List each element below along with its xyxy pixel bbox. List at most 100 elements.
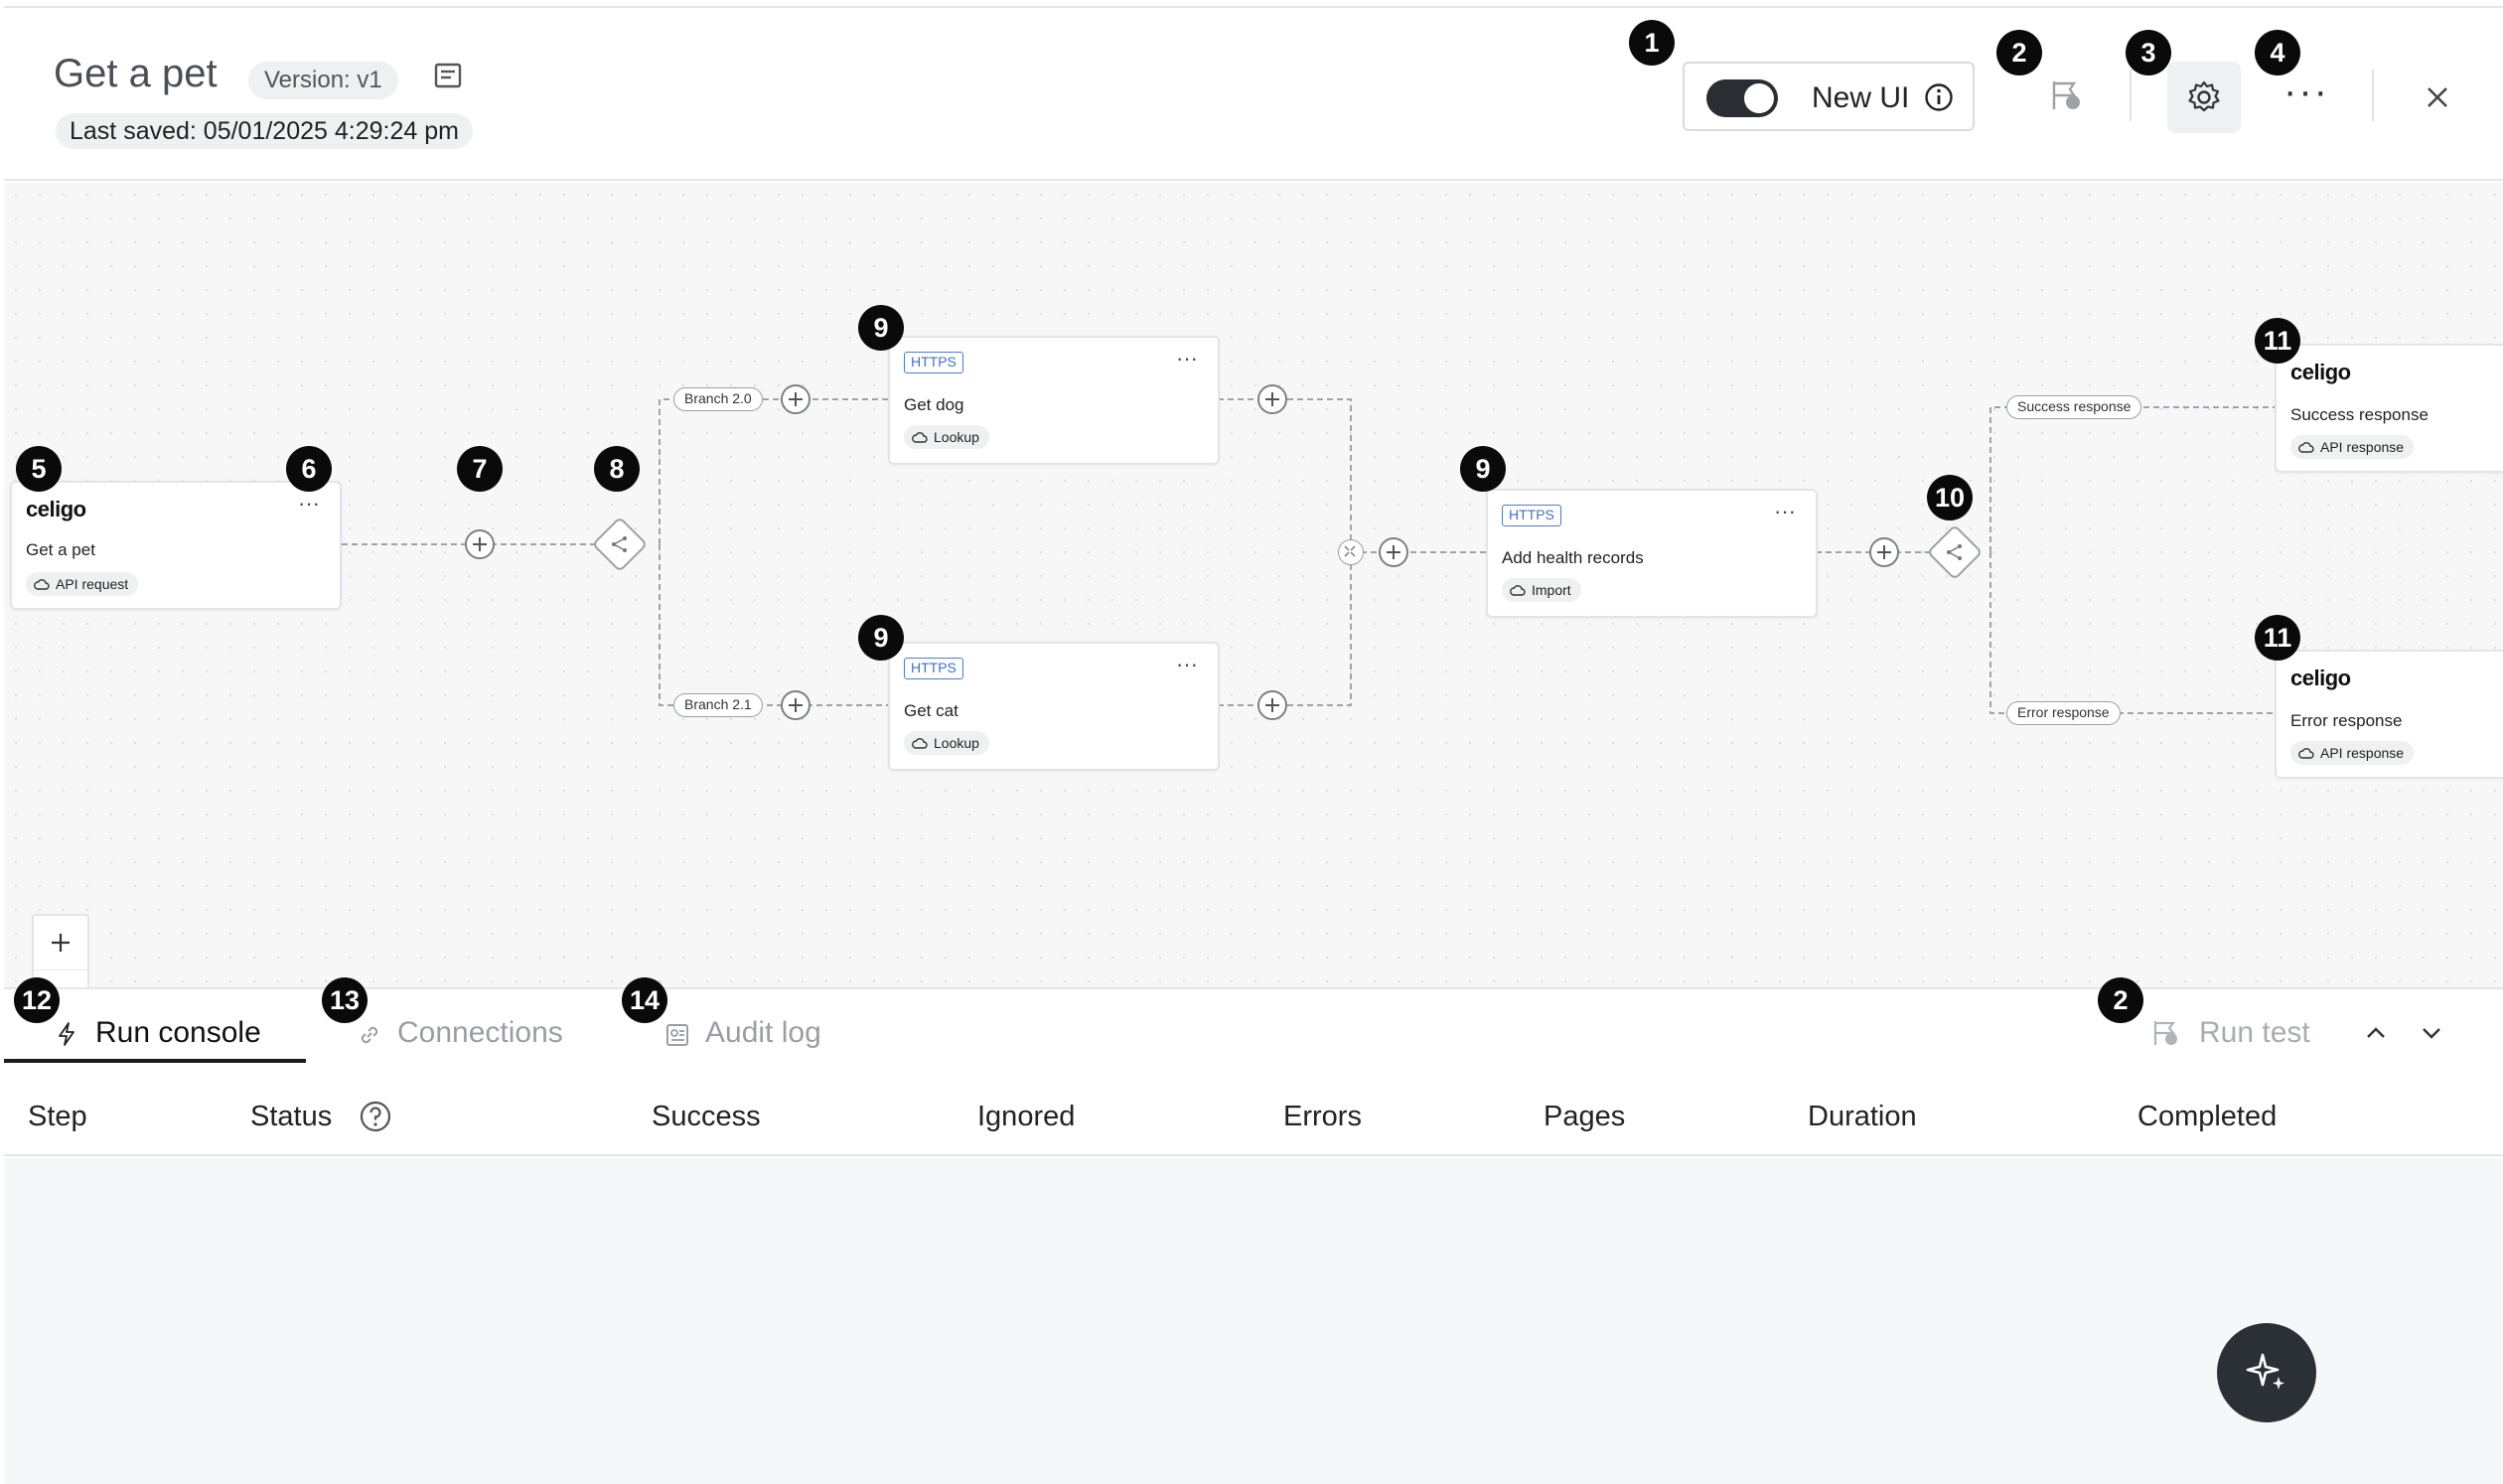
connector-lines bbox=[342, 398, 2275, 714]
column-header[interactable]: Ignored bbox=[977, 1101, 1076, 1132]
add-step-button[interactable] bbox=[781, 384, 810, 414]
callout-badge: 8 bbox=[594, 446, 640, 492]
gear-icon bbox=[2188, 80, 2220, 112]
callout-badge: 12 bbox=[14, 977, 60, 1023]
callout-badge: 6 bbox=[286, 446, 332, 492]
https-badge: HTTPS bbox=[904, 658, 963, 679]
column-header[interactable]: Step bbox=[28, 1101, 87, 1132]
https-badge: HTTPS bbox=[904, 352, 963, 373]
callout-badge: 1 bbox=[1629, 20, 1675, 66]
run-test-button[interactable]: Run test bbox=[2147, 1007, 2310, 1059]
column-header[interactable]: Success bbox=[652, 1101, 761, 1132]
run-console-table-body bbox=[4, 1158, 2503, 1484]
node-name: Error response bbox=[2290, 711, 2403, 730]
add-step-button[interactable] bbox=[1379, 537, 1408, 567]
column-header[interactable]: Completed bbox=[2137, 1101, 2278, 1132]
more-icon[interactable]: ··· bbox=[1176, 652, 1198, 676]
celigo-logo: celigo bbox=[26, 497, 86, 521]
flow-canvas[interactable]: celigo ··· Get a pet API request Branch … bbox=[4, 183, 2503, 1134]
chevron-down-icon[interactable] bbox=[2414, 1015, 2449, 1051]
more-icon[interactable]: ··· bbox=[2283, 70, 2329, 113]
help-icon[interactable] bbox=[358, 1099, 393, 1134]
step-node-get-cat[interactable]: HTTPS ··· Get cat Lookup bbox=[888, 642, 1220, 771]
branch-pill[interactable]: Branch 2.1 bbox=[673, 693, 763, 717]
page-title: Get a pet bbox=[54, 52, 218, 95]
add-step-button[interactable] bbox=[1257, 384, 1287, 414]
callout-badge: 4 bbox=[2255, 30, 2300, 75]
close-icon[interactable] bbox=[2420, 79, 2455, 115]
router-icon[interactable] bbox=[1926, 523, 1984, 581]
flow-header: Get a pet Version: v1 Last saved: 05/01/… bbox=[4, 6, 2503, 181]
merge-icon[interactable] bbox=[1338, 539, 1364, 565]
sparkle-icon bbox=[2246, 1353, 2284, 1390]
response-node-error[interactable]: celigo Error response API response bbox=[2275, 650, 2503, 779]
column-header[interactable]: Pages bbox=[1544, 1101, 1626, 1132]
cloud-icon bbox=[912, 432, 928, 443]
toggle-knob bbox=[1744, 83, 1774, 113]
celigo-logo: celigo bbox=[2290, 666, 2351, 690]
branch-pill[interactable]: Branch 2.0 bbox=[673, 387, 763, 411]
column-header[interactable]: Errors bbox=[1283, 1101, 1362, 1132]
add-step-button[interactable] bbox=[1869, 537, 1899, 567]
https-badge: HTTPS bbox=[1502, 505, 1561, 526]
callout-badge: 9 bbox=[1460, 446, 1506, 492]
node-name: Success response bbox=[2290, 405, 2429, 424]
tab-run-console[interactable]: Run console bbox=[56, 1007, 261, 1059]
notes-icon[interactable] bbox=[431, 60, 465, 93]
cloud-icon bbox=[34, 579, 50, 590]
step-node-get-dog[interactable]: HTTPS ··· Get dog Lookup bbox=[888, 336, 1220, 465]
response-branch-pill[interactable]: Error response bbox=[2006, 701, 2121, 725]
add-step-button[interactable] bbox=[1257, 690, 1287, 720]
add-step-button[interactable] bbox=[781, 690, 810, 720]
node-tag: API response bbox=[2290, 741, 2415, 765]
chevron-up-icon[interactable] bbox=[2358, 1015, 2394, 1051]
run-test-icon[interactable] bbox=[2048, 77, 2084, 113]
callout-badge: 2 bbox=[1996, 30, 2042, 75]
callout-badge: 5 bbox=[16, 446, 62, 492]
new-ui-label: New UI bbox=[1812, 81, 1910, 114]
add-step-button[interactable] bbox=[465, 529, 495, 559]
callout-badge: 10 bbox=[1927, 475, 1973, 520]
settings-button[interactable] bbox=[2167, 62, 2241, 133]
celigo-logo: celigo bbox=[2290, 360, 2351, 384]
run-console-table-header: Step Status Success Ignored Errors Pages… bbox=[4, 1081, 2503, 1156]
node-name: Add health records bbox=[1502, 548, 1644, 567]
cloud-icon bbox=[1510, 585, 1526, 596]
node-tag: Lookup bbox=[904, 731, 989, 755]
link-icon bbox=[361, 1026, 378, 1044]
node-name: Get dog bbox=[904, 395, 964, 414]
header-divider bbox=[2372, 70, 2374, 121]
node-tag: API request bbox=[26, 572, 139, 596]
callout-badge: 7 bbox=[457, 446, 503, 492]
bottom-panel: Run console Connections Audit log Run te… bbox=[4, 987, 2503, 1484]
response-branch-pill[interactable]: Success response bbox=[2006, 395, 2142, 419]
active-tab-underline bbox=[4, 1059, 306, 1063]
callout-badge: 3 bbox=[2126, 30, 2171, 75]
source-node-get-a-pet[interactable]: celigo ··· Get a pet API request bbox=[10, 481, 342, 610]
audit-log-icon bbox=[666, 1024, 688, 1046]
node-tag: Lookup bbox=[904, 425, 989, 449]
header-divider bbox=[2130, 70, 2132, 121]
router-icon[interactable] bbox=[591, 516, 649, 573]
more-icon[interactable]: ··· bbox=[1176, 346, 1198, 371]
new-ui-toggle[interactable] bbox=[1706, 79, 1778, 117]
step-node-add-health-records[interactable]: HTTPS ··· Add health records Import bbox=[1486, 489, 1818, 618]
callout-badge: 2 bbox=[2098, 977, 2143, 1023]
more-icon[interactable]: ··· bbox=[298, 491, 320, 516]
cloud-icon bbox=[2298, 442, 2314, 453]
version-badge: Version: v1 bbox=[248, 62, 398, 99]
callout-badge: 11 bbox=[2255, 318, 2300, 364]
new-ui-toggle-box: New UI bbox=[1683, 62, 1975, 131]
tab-connections[interactable]: Connections bbox=[356, 1007, 563, 1059]
ai-assistant-button[interactable] bbox=[2217, 1323, 2316, 1422]
column-header[interactable]: Status bbox=[250, 1101, 333, 1132]
node-tag: API response bbox=[2290, 435, 2415, 459]
info-icon[interactable] bbox=[1923, 81, 1955, 113]
cloud-icon bbox=[2298, 748, 2314, 759]
cloud-icon bbox=[912, 738, 928, 749]
tab-audit-log[interactable]: Audit log bbox=[663, 1007, 821, 1059]
column-header[interactable]: Duration bbox=[1808, 1101, 1917, 1132]
zoom-in-icon[interactable] bbox=[34, 916, 87, 969]
response-node-success[interactable]: celigo Success response API response bbox=[2275, 344, 2503, 473]
more-icon[interactable]: ··· bbox=[1774, 499, 1796, 523]
